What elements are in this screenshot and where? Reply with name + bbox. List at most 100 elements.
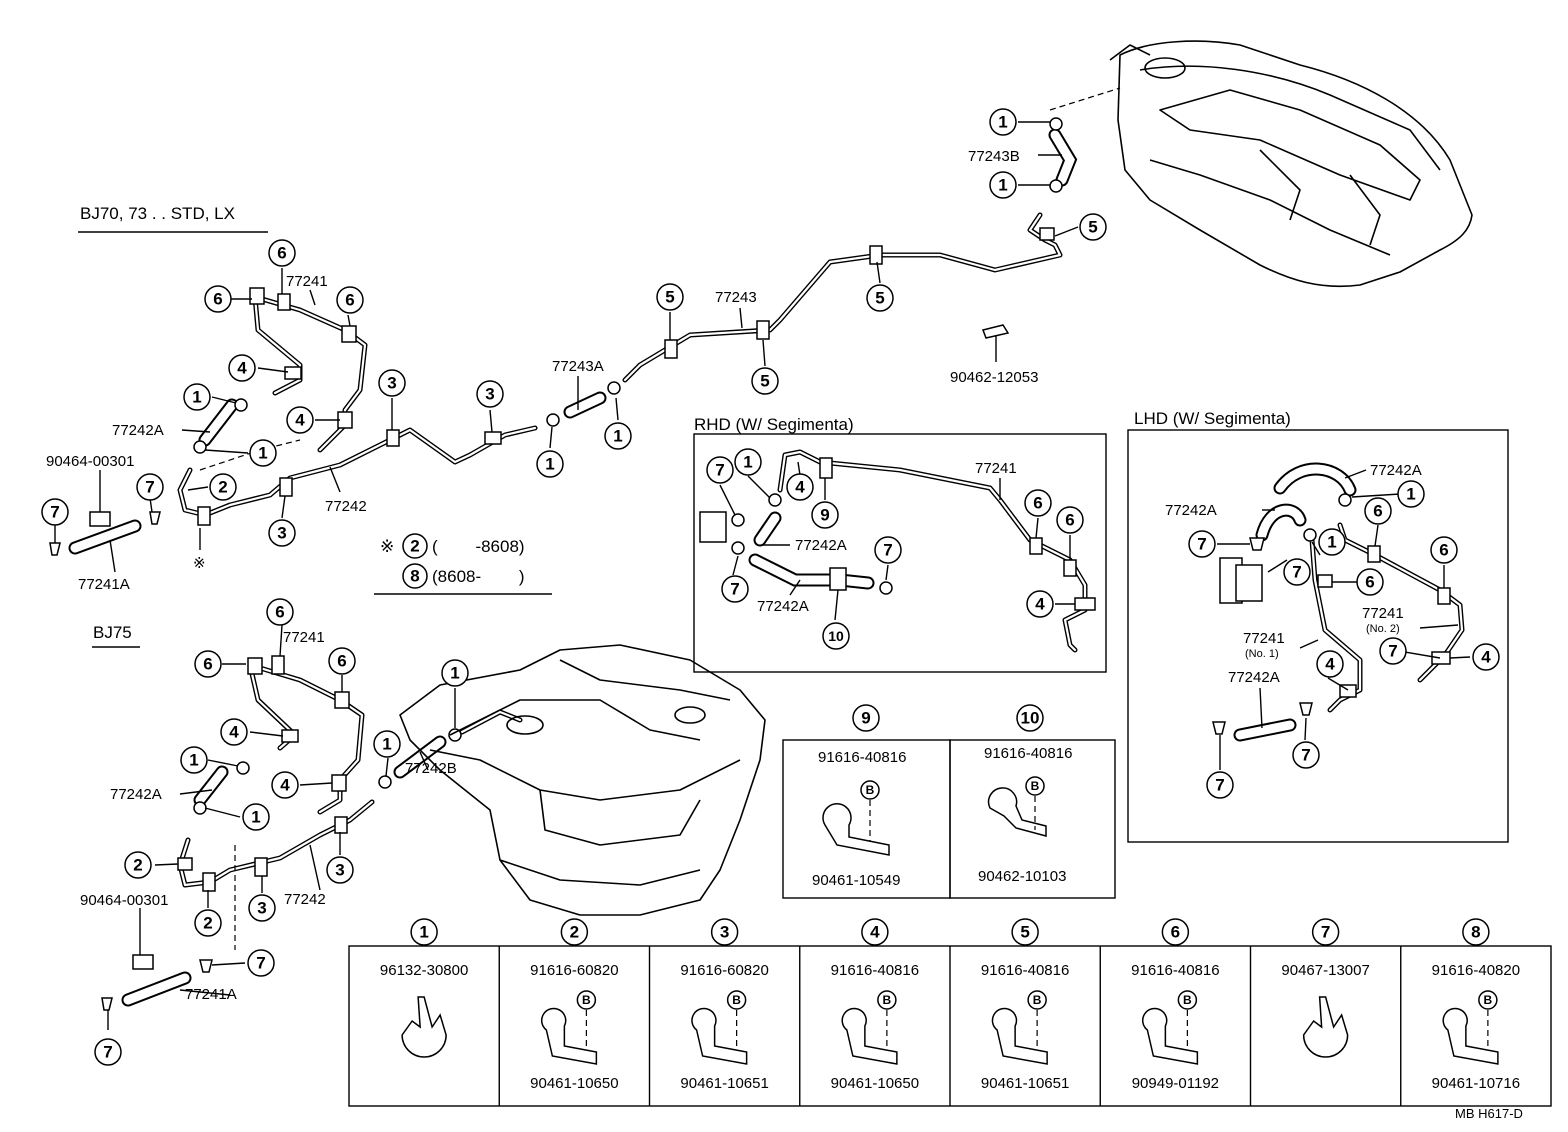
callout-circle: [248, 894, 276, 922]
callout-number: 1: [998, 113, 1007, 132]
callout-number: 6: [337, 652, 346, 671]
note-callout-8: 8: [410, 567, 419, 586]
label-mark-bj70: ※: [193, 555, 206, 572]
note-callout-2: 2: [410, 537, 419, 556]
bolt-b-letter: B: [1033, 993, 1042, 1007]
callout-circle: [242, 803, 270, 831]
legend-part-number: 91616-60820: [530, 962, 618, 979]
legend-table: 196132-30800291616-6082090461-10650B3916…: [348, 918, 1552, 1107]
clamp-icon: [691, 1007, 748, 1065]
bolt-b-circle: [1177, 990, 1198, 1010]
callout-circle: [1364, 497, 1392, 525]
bolt-b-circle: [576, 990, 597, 1010]
callout-number: 1: [1406, 485, 1415, 504]
callout-number: 4: [1325, 655, 1335, 674]
detail-9-part: 91616-40816: [818, 749, 906, 766]
callout-circle: [989, 171, 1017, 199]
footer-code: MB H617-D: [1455, 1106, 1523, 1121]
callout-circle: [268, 239, 296, 267]
fuel-tank-top: [1109, 40, 1473, 288]
callout-circle: [183, 383, 211, 411]
callout-number: 5: [1088, 218, 1097, 237]
callout-number: 7: [1388, 642, 1397, 661]
callout-number: 7: [50, 503, 59, 522]
legend-part-number: 91616-40816: [1131, 962, 1219, 979]
legend-callout-number: 5: [1020, 923, 1029, 942]
callout-circle: [373, 730, 401, 758]
callout-number: 7: [715, 461, 724, 480]
clamp-icon: [540, 1007, 598, 1065]
bolt-b-letter: B: [1484, 993, 1493, 1007]
callout-circle: [866, 284, 894, 312]
callout-number: 1: [189, 751, 198, 770]
bolt-b-circle: [726, 990, 747, 1010]
callout-number: 1: [545, 455, 554, 474]
callout-circle: [180, 746, 208, 774]
callout-circle: [1318, 528, 1346, 556]
callout-circle: [247, 949, 275, 977]
callout-circle: [1472, 643, 1500, 671]
callout-circle: [441, 659, 469, 687]
callout-number: 4: [1481, 648, 1491, 667]
bolt-b-circle: [877, 990, 897, 1010]
callout-number: 5: [760, 372, 769, 391]
legend-sub-part-number: 90461-10716: [1432, 1075, 1520, 1092]
callout-number: 7: [1197, 535, 1206, 554]
clamp-icon: [1442, 1007, 1499, 1065]
label-77243: 77243: [715, 289, 757, 306]
callout-number: 1: [258, 444, 267, 463]
label-77242a-rhd-1: 77242A: [795, 537, 847, 554]
leader-lines: [54, 121, 1471, 1030]
label-77242b: 77242B: [405, 760, 457, 777]
callout-circle: [1056, 506, 1084, 534]
callout-circle: [328, 647, 356, 675]
label-no1: (No. 1): [1245, 648, 1279, 660]
callout-circle: [194, 650, 222, 678]
detail-9-sub: 90461-10549: [812, 872, 900, 889]
rhd-box: [693, 433, 1107, 673]
detail-10-part: 91616-40816: [984, 745, 1072, 762]
callout-number: 1: [192, 388, 201, 407]
label-77241-rhd: 77241: [975, 460, 1017, 477]
date-note: ※ 2 ( -8608) 8 (8608- ): [374, 533, 552, 595]
legend-callout-number: 4: [870, 923, 880, 942]
legend-callout-circle: [1011, 918, 1039, 946]
callout-circle: [220, 718, 248, 746]
callout-number: 6: [345, 291, 354, 310]
clamp-icon: [991, 1007, 1048, 1065]
callout-circle: [1397, 480, 1425, 508]
detail-boxes-9-10: 9 10 91616-40816 90461-10549 91616-40816…: [782, 704, 1116, 899]
hose-clamp-icon: [401, 996, 447, 1058]
legend-sub-part-number: 90461-10651: [680, 1075, 768, 1092]
section-rhd: RHD (W/ Segimenta): [694, 415, 854, 434]
callout-circle: [721, 575, 749, 603]
label-77243b: 77243B: [968, 148, 1020, 165]
note-range-2: (8608- ): [432, 567, 525, 586]
callout-number: 2: [203, 914, 212, 933]
bolt-b-circle: [1478, 990, 1498, 1010]
callout-circle: [811, 501, 839, 529]
legend-callout-circle: [1161, 918, 1190, 946]
legend-callout-circle: [1311, 918, 1340, 946]
callout-number: 3: [485, 385, 494, 404]
legend-part-number: 91616-40816: [831, 962, 919, 979]
callout-circle: [194, 909, 222, 937]
callout-circle: [874, 536, 902, 564]
callout-circle: [286, 406, 314, 434]
label-77241-bj75: 77241: [283, 629, 325, 646]
callout-number: 7: [1301, 746, 1310, 765]
callout-number: 1: [613, 427, 622, 446]
callout-number: 7: [145, 478, 154, 497]
callout-circle: [268, 519, 296, 547]
bolt-b-letter: B: [1183, 993, 1192, 1007]
callout-number: 4: [795, 478, 805, 497]
callout-number: 7: [730, 580, 739, 599]
callout-circle: [989, 108, 1017, 136]
legend-part-number: 96132-30800: [380, 962, 468, 979]
legend-sub-part-number: 90949-01192: [1132, 1075, 1219, 1092]
callout-circle: [336, 286, 364, 314]
callout-circle: [204, 285, 232, 313]
lhd-pipes: [1212, 462, 1465, 742]
legend-callout-circle: [410, 918, 438, 946]
